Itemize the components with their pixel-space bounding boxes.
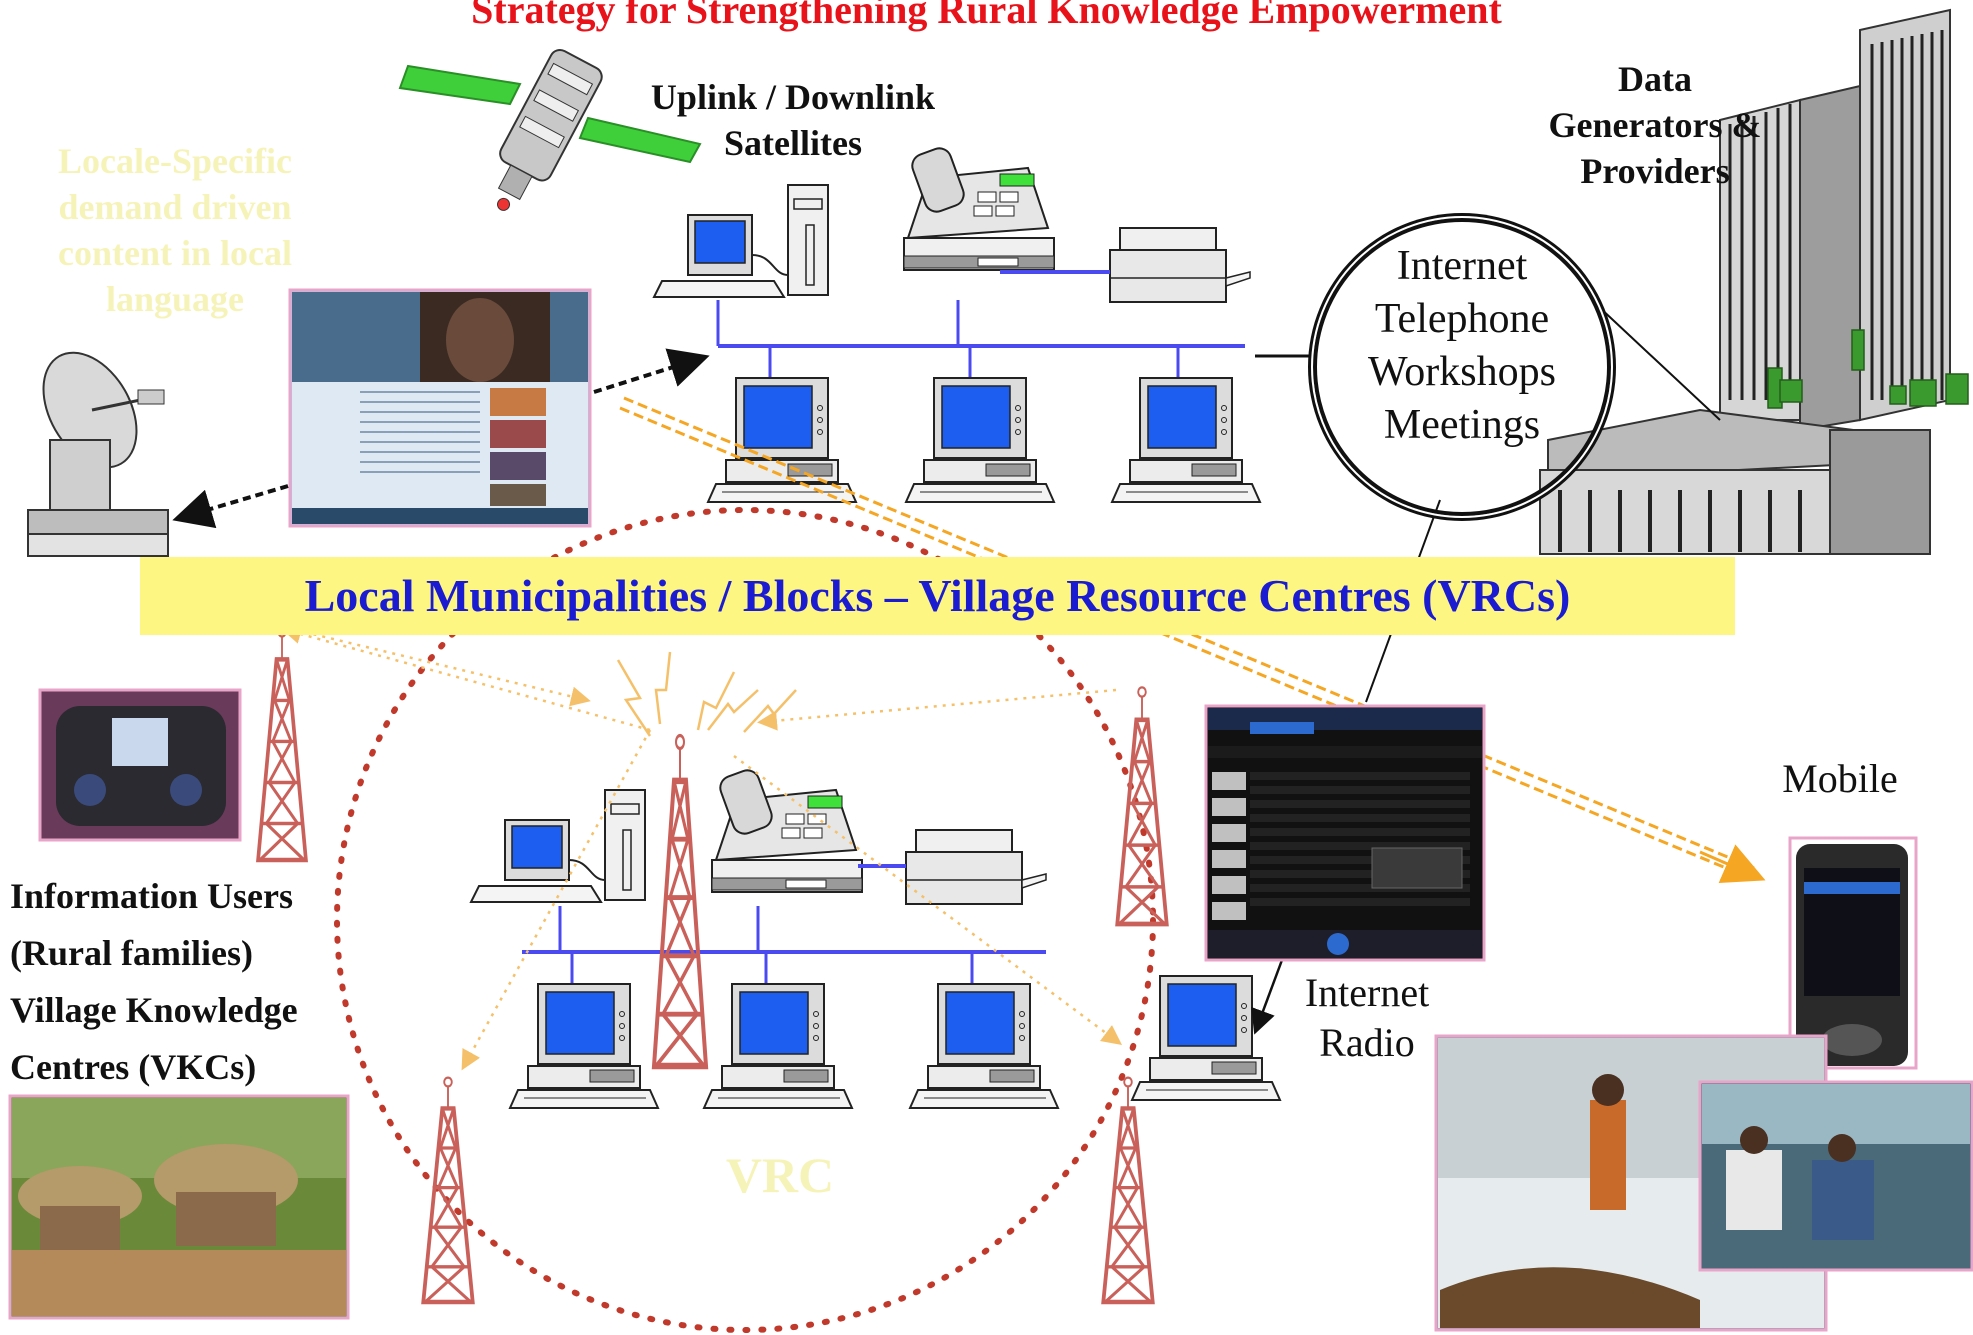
users-label-line1: Information Users — [10, 876, 293, 916]
locale-content-label: Locale-Specific demand driven content in… — [20, 138, 330, 322]
tower-icon — [258, 627, 306, 860]
computer-icon — [470, 789, 646, 903]
computer-icon — [1131, 975, 1281, 1101]
printer-icon — [1109, 227, 1251, 303]
vrc-label: VRC — [725, 1147, 835, 1203]
computer-icon — [909, 983, 1059, 1109]
locale-label-line3: content in local — [58, 233, 292, 273]
providers-label: Data Generators & Providers — [1530, 56, 1780, 194]
services-list: Internet Telephone Workshops Meetings — [1325, 240, 1599, 452]
satellite-icon — [398, 48, 702, 211]
computer-icon — [905, 377, 1055, 503]
providers-label-line3: Providers — [1580, 151, 1730, 191]
satellites-label: Uplink / Downlink Satellites — [628, 74, 958, 166]
building-icon — [1539, 8, 1969, 555]
radio-label-line2: Radio — [1319, 1020, 1415, 1065]
computer-icon — [509, 983, 659, 1109]
tower-icon — [654, 736, 706, 1066]
computer-icon — [707, 377, 857, 503]
providers-label-line1: Data — [1618, 59, 1692, 99]
services-circle — [1311, 216, 1613, 518]
tower-icon — [1103, 1078, 1152, 1302]
printer-icon — [905, 829, 1047, 905]
locale-label-line4: language — [105, 279, 245, 319]
vrc-banner: Local Municipalities / Blocks – Village … — [140, 557, 1735, 635]
internet-radio-label: Internet Radio — [1282, 968, 1452, 1068]
computer-icon — [1111, 377, 1261, 503]
users-label-line4: Centres (VKCs) — [10, 1047, 257, 1087]
service-item: Meetings — [1383, 402, 1541, 448]
vrc-banner-text: Local Municipalities / Blocks – Village … — [304, 570, 1571, 621]
providers-label-line2: Generators & — [1548, 105, 1762, 145]
service-item: Workshops — [1368, 349, 1556, 395]
radio-label-line1: Internet — [1304, 970, 1430, 1015]
tower-icon — [423, 1078, 472, 1302]
computer-icon — [703, 983, 853, 1109]
dish-antenna-icon — [27, 351, 169, 557]
users-label: Information Users (Rural families) Villa… — [10, 868, 410, 1096]
service-item: Internet — [1396, 243, 1528, 289]
locale-label-line2: demand driven — [58, 187, 292, 227]
service-item: Telephone — [1374, 296, 1550, 342]
diagram-title: Strategy for Strengthening Rural Knowled… — [471, 0, 1502, 32]
mobile-label: Mobile — [1782, 756, 1898, 801]
locale-label-line1: Locale-Specific — [58, 141, 292, 181]
satellites-label-line1: Uplink / Downlink — [650, 77, 936, 117]
radio-device-photo — [38, 688, 242, 842]
mobile-phone-icon — [1788, 836, 1918, 1070]
media-player-screenshot — [1204, 704, 1486, 962]
fishermen-photo — [1698, 1080, 1973, 1272]
satellites-label-line2: Satellites — [724, 123, 862, 163]
users-label-line3: Village Knowledge — [10, 990, 298, 1030]
computer-icon — [653, 184, 829, 298]
telephone-icon — [711, 765, 863, 893]
tower-icon — [1117, 687, 1166, 924]
village-photo — [8, 1094, 350, 1320]
web-portal-screenshot — [288, 288, 592, 528]
users-label-line2: (Rural families) — [10, 933, 253, 973]
